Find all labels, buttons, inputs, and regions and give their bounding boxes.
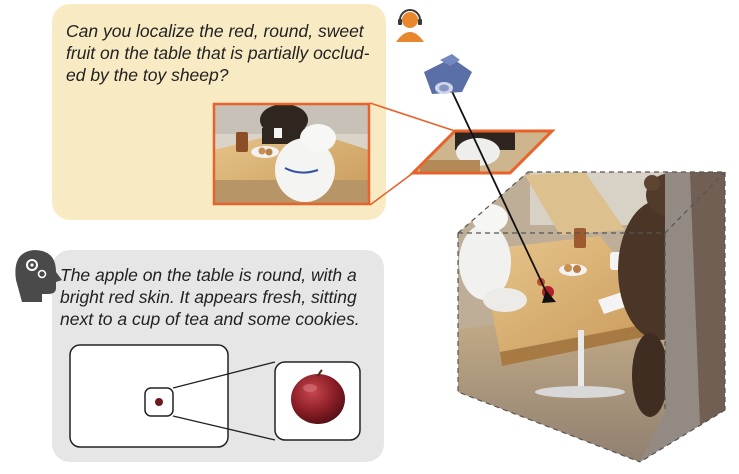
camera-view-thumbnail [212,102,371,206]
user-headset-icon [396,9,424,42]
scene-cube [457,171,726,463]
zoom-connectors [369,102,456,206]
camera-icon [424,54,472,94]
localization-panel [69,344,361,448]
camera-ray [448,84,551,301]
ray-arrowhead [542,290,556,303]
answer-text: The apple on the table is round, with a … [60,265,360,329]
apple-marker [155,398,163,406]
apple-image [291,369,345,424]
thinking-head-gear-icon [15,250,63,302]
query-text: Can you localize the red, round, sweet f… [66,21,370,85]
